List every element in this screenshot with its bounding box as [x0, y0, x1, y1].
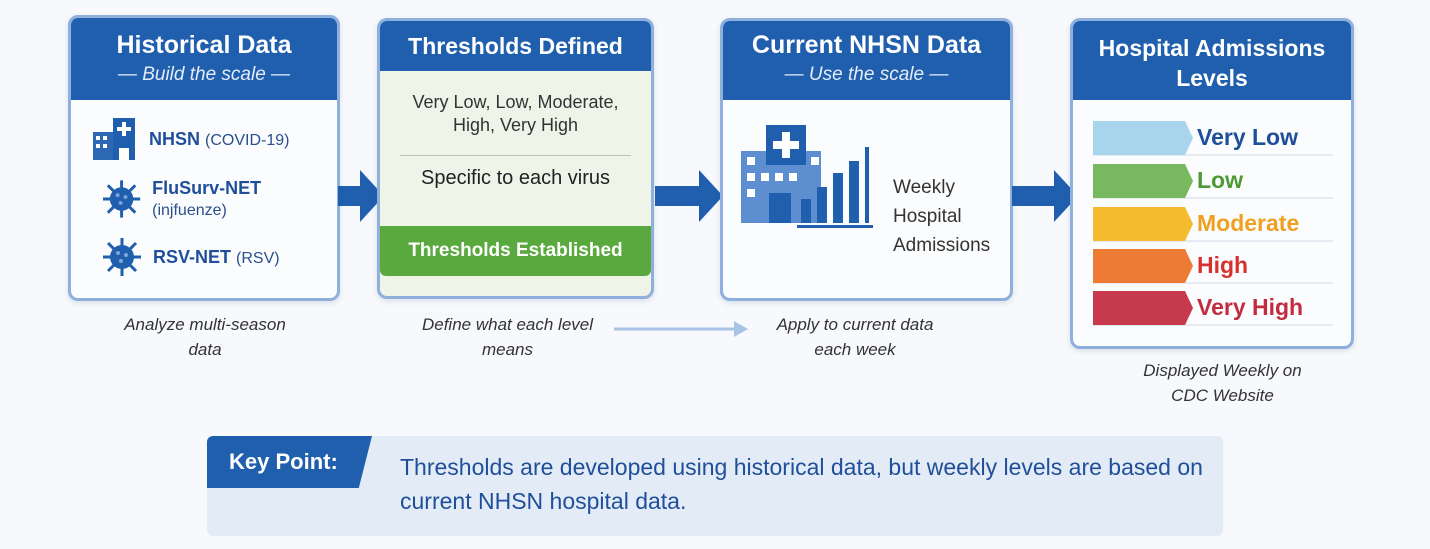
- level-bar: [1093, 291, 1193, 325]
- caption-line: Analyze multi-season: [124, 315, 286, 334]
- level-low: Low: [1093, 161, 1333, 199]
- levels-list-text: Very Low, Low, Moderate, High, Very High: [412, 92, 619, 135]
- source-name: NHSN: [149, 128, 201, 149]
- key-point-text: Thresholds are developed using historica…: [400, 454, 1203, 514]
- label-line: Hospital: [893, 206, 962, 227]
- card-subtitle: — Use the scale —: [784, 64, 949, 85]
- current-nhsn-header: Current NHSN Data — Use the scale —: [723, 21, 1010, 100]
- level-very-low: Very Low: [1093, 118, 1333, 156]
- admission-levels-header: Hospital Admissions Levels: [1073, 21, 1351, 100]
- level-bar: [1093, 121, 1193, 155]
- level-bar: [1093, 207, 1193, 241]
- hospital-chart-icon: [741, 125, 873, 228]
- caption-line: Define what each level: [421, 315, 594, 334]
- source-detail: (RSV): [236, 249, 280, 267]
- caption-displayed: Displayed Weekly on CDC Website: [1110, 358, 1335, 408]
- source-name: RSV-NET: [153, 246, 232, 267]
- caption-line: each week: [814, 340, 896, 359]
- level-moderate: Moderate: [1093, 204, 1333, 242]
- label-line: Weekly: [893, 177, 955, 198]
- source-name: FluSurv-NET: [152, 178, 262, 198]
- current-nhsn-card: Current NHSN Data — Use the scale — Week…: [720, 18, 1013, 301]
- thresholds-card: Thresholds Defined Very Low, Low, Modera…: [377, 18, 654, 299]
- key-point-box: Key Point: Thresholds are developed usin…: [207, 436, 1223, 536]
- card-title: Historical Data: [116, 31, 292, 59]
- level-label: High: [1197, 252, 1249, 278]
- card-subtitle: — Build the scale —: [117, 64, 291, 85]
- virus-icon: [103, 238, 141, 276]
- level-label: Moderate: [1197, 210, 1300, 236]
- caption-apply: Apply to current data each week: [745, 312, 965, 362]
- virus-icon: [102, 180, 141, 218]
- thresholds-header: Thresholds Defined: [380, 21, 651, 71]
- light-arrow-icon: [614, 321, 748, 337]
- specific-text: Specific to each virus: [421, 167, 610, 189]
- hospital-icon: [93, 118, 135, 160]
- source-flusurv: FluSurv-NET (injfuenze): [101, 178, 337, 220]
- historical-data-header: Historical Data — Build the scale —: [71, 18, 337, 100]
- caption-analyze: Analyze multi-season data: [90, 312, 320, 362]
- source-detail: (injfuenze): [152, 202, 227, 219]
- level-very-high: Very High: [1093, 288, 1333, 326]
- source-nhsn: NHSN (COVID-19): [91, 118, 289, 160]
- caption-line: Apply to current data: [776, 315, 934, 334]
- arrow-right-icon: [1012, 170, 1078, 222]
- card-title: Hospital Admissions: [1098, 35, 1326, 61]
- caption-line: data: [188, 340, 222, 359]
- thresholds-established-badge: Thresholds Established: [380, 226, 651, 276]
- caption-line: Displayed Weekly on: [1143, 361, 1302, 380]
- level-label: Very High: [1197, 294, 1304, 320]
- level-bar: [1093, 164, 1193, 198]
- admission-levels-card: Hospital Admissions Levels Very Low Low …: [1070, 18, 1354, 349]
- key-point-label: Key Point:: [207, 436, 372, 488]
- weekly-admissions-label: Weekly Hospital Admissions: [893, 173, 990, 260]
- caption-line: CDC Website: [1171, 386, 1274, 405]
- label-line: Admissions: [893, 235, 991, 256]
- caption-define: Define what each level means: [395, 312, 620, 362]
- divider: [400, 155, 631, 156]
- caption-line: means: [481, 340, 534, 359]
- historical-data-card: Historical Data — Build the scale — NHSN…: [68, 15, 340, 301]
- card-title: Current NHSN Data: [751, 31, 982, 59]
- arrow-right-icon: [338, 170, 384, 222]
- card-title: Thresholds Defined: [408, 33, 623, 59]
- source-detail: (COVID-19): [205, 131, 290, 149]
- level-high: High: [1093, 246, 1333, 284]
- card-title: Levels: [1176, 65, 1248, 91]
- arrow-right-icon: [655, 170, 723, 222]
- level-label: Low: [1197, 167, 1243, 193]
- level-bar: [1093, 249, 1193, 283]
- level-label: Very Low: [1197, 124, 1298, 150]
- source-rsvnet: RSV-NET (RSV): [101, 236, 280, 278]
